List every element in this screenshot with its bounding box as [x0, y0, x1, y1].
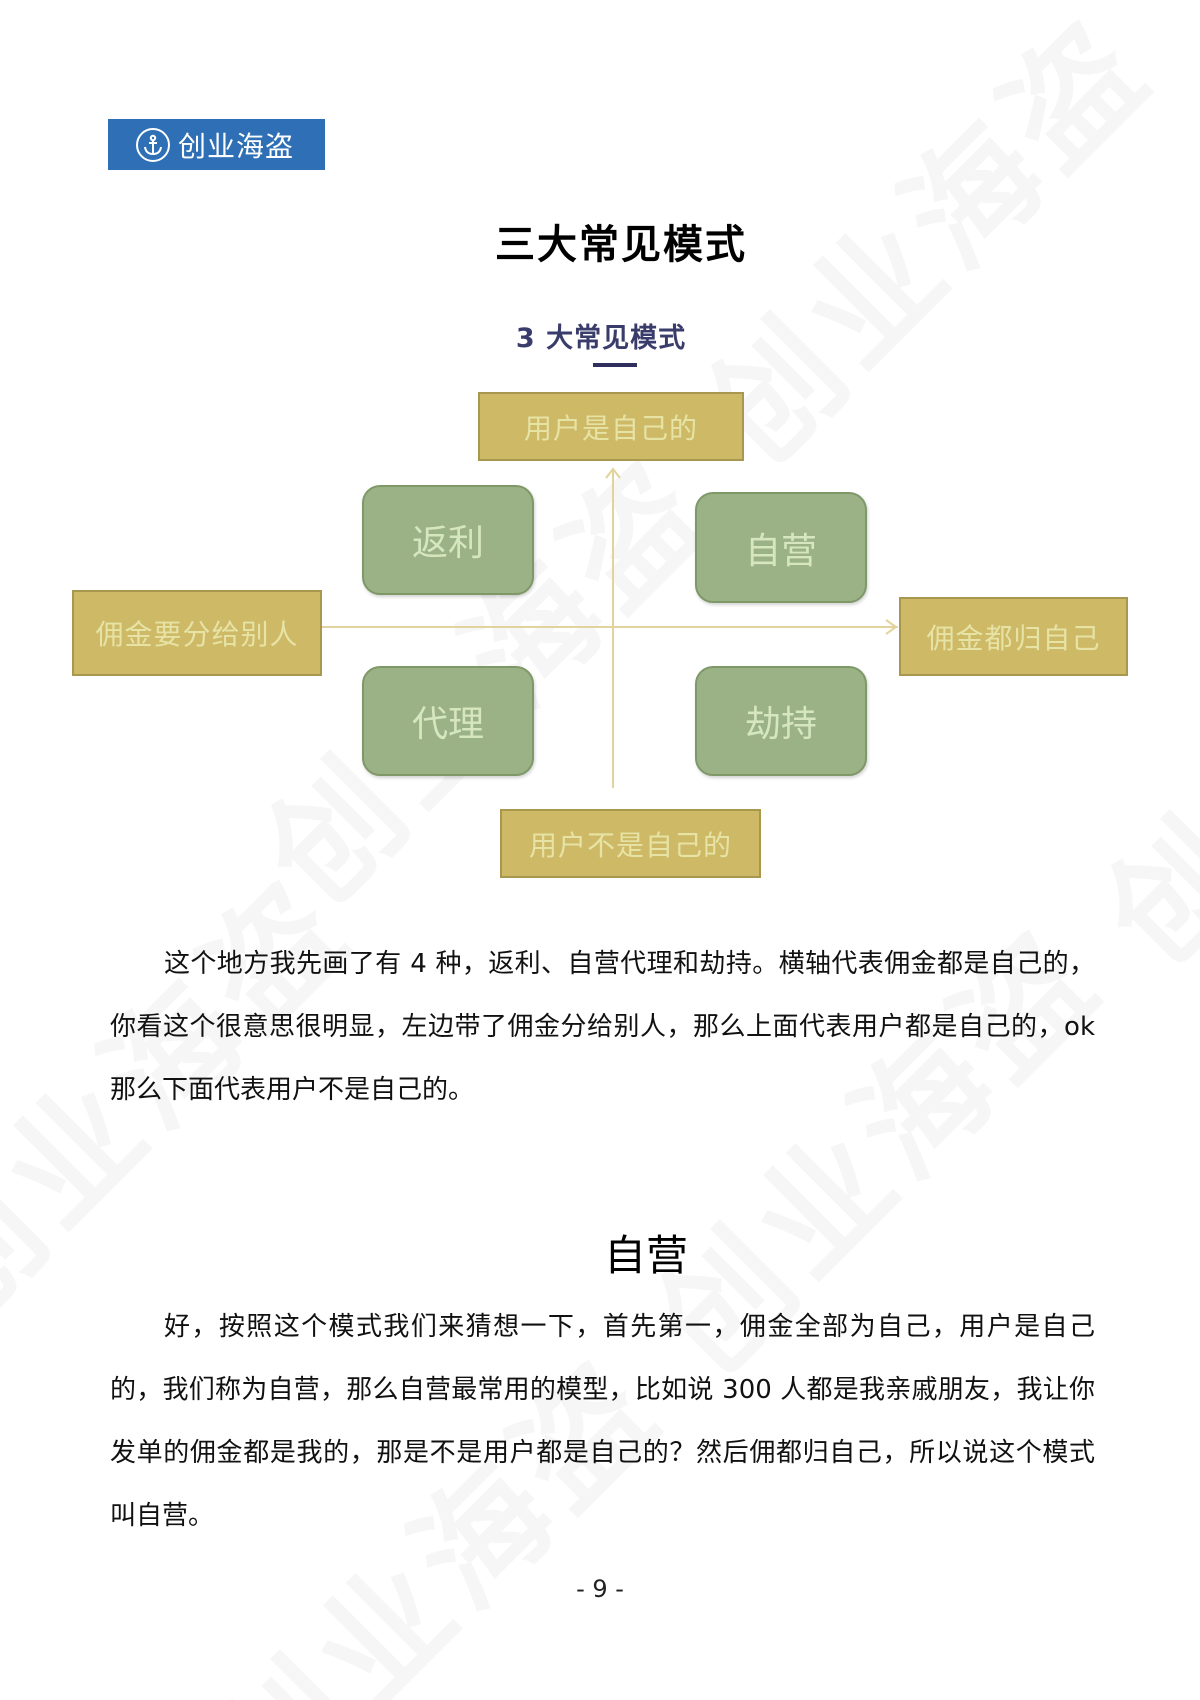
page-title: 三大常见模式 — [495, 222, 747, 268]
quadrant-agent: 代理 — [362, 666, 534, 776]
axis-label-top: 用户是自己的 — [478, 392, 744, 461]
body-paragraph: 这个地方我先画了有 4 种，返利、自营代理和劫持。横轴代表佣金都是自己的，你看这… — [110, 949, 1095, 1105]
section-heading: 自营 — [603, 1231, 688, 1280]
axis-label-right: 佣金都归自己 — [899, 597, 1128, 676]
page-number: - 9 - — [576, 1575, 624, 1603]
arrow-right-icon — [885, 619, 898, 635]
quadrant-self-operated: 自营 — [695, 492, 867, 603]
horizontal-axis — [322, 626, 898, 628]
axis-label-bottom: 用户不是自己的 — [500, 809, 761, 878]
anchor-icon — [136, 127, 170, 162]
subtitle-underline — [593, 363, 637, 367]
brand-name: 创业海盗 — [178, 129, 295, 163]
arrow-up-icon — [605, 467, 621, 479]
diagram-subtitle: 3 大常见模式 — [515, 323, 687, 354]
brand-logo: 创业海盗 — [108, 119, 325, 170]
vertical-axis — [612, 470, 614, 788]
watermark: 创业海盗 — [1056, 470, 1200, 999]
quadrant-rebate: 返利 — [362, 485, 534, 595]
body-paragraph: 好，按照这个模式我们来猜想一下，首先第一，佣金全部为自己，用户是自己的，我们称为… — [110, 1312, 1095, 1531]
axis-label-left: 佣金要分给别人 — [72, 590, 322, 676]
quadrant-hijack: 劫持 — [695, 666, 867, 776]
